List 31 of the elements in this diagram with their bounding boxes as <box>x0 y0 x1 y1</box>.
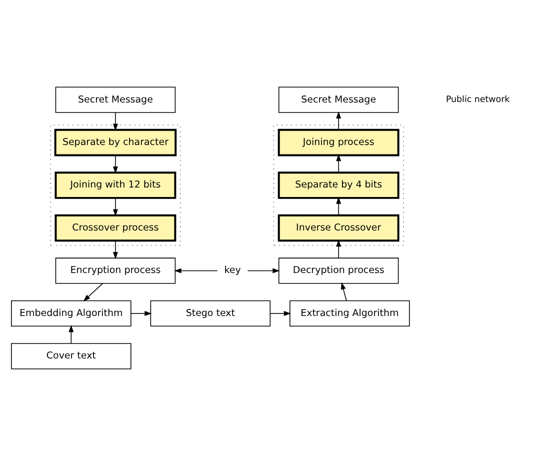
node-box: Cover text <box>11 342 132 369</box>
arrow <box>270 310 291 316</box>
node-box: Embedding Algorithm <box>11 300 132 326</box>
node-box: Secret Message <box>278 86 399 112</box>
label: Public network <box>446 94 510 105</box>
arrow <box>112 154 118 174</box>
arrow <box>112 197 118 216</box>
node-box: Separate by character <box>54 128 177 156</box>
node-box: Decryption process <box>278 257 399 284</box>
arrow <box>336 239 342 258</box>
arrow <box>336 110 342 130</box>
arrow <box>112 112 118 130</box>
node-box: Inverse Crossover <box>278 214 400 242</box>
arrow <box>130 310 152 316</box>
node-text: key <box>224 264 241 276</box>
node-box: Joining with 12 bits <box>54 171 176 198</box>
arrow <box>336 154 342 172</box>
node-box: Secret Message <box>55 86 176 112</box>
arrow <box>174 268 218 273</box>
arrow <box>336 196 342 216</box>
arrow <box>68 324 74 344</box>
node-box: Separate by 4 bits <box>278 171 400 198</box>
node-box: Joining process <box>278 128 400 156</box>
arrow <box>83 282 104 301</box>
node-box: Crossover process <box>54 214 176 242</box>
node-box: Extracting Algorithm <box>290 300 410 326</box>
arrow <box>247 268 280 273</box>
arrow <box>112 240 118 259</box>
node-box: Encryption process <box>55 257 176 284</box>
arrow <box>340 282 347 301</box>
node-box: Stego text <box>150 300 271 326</box>
